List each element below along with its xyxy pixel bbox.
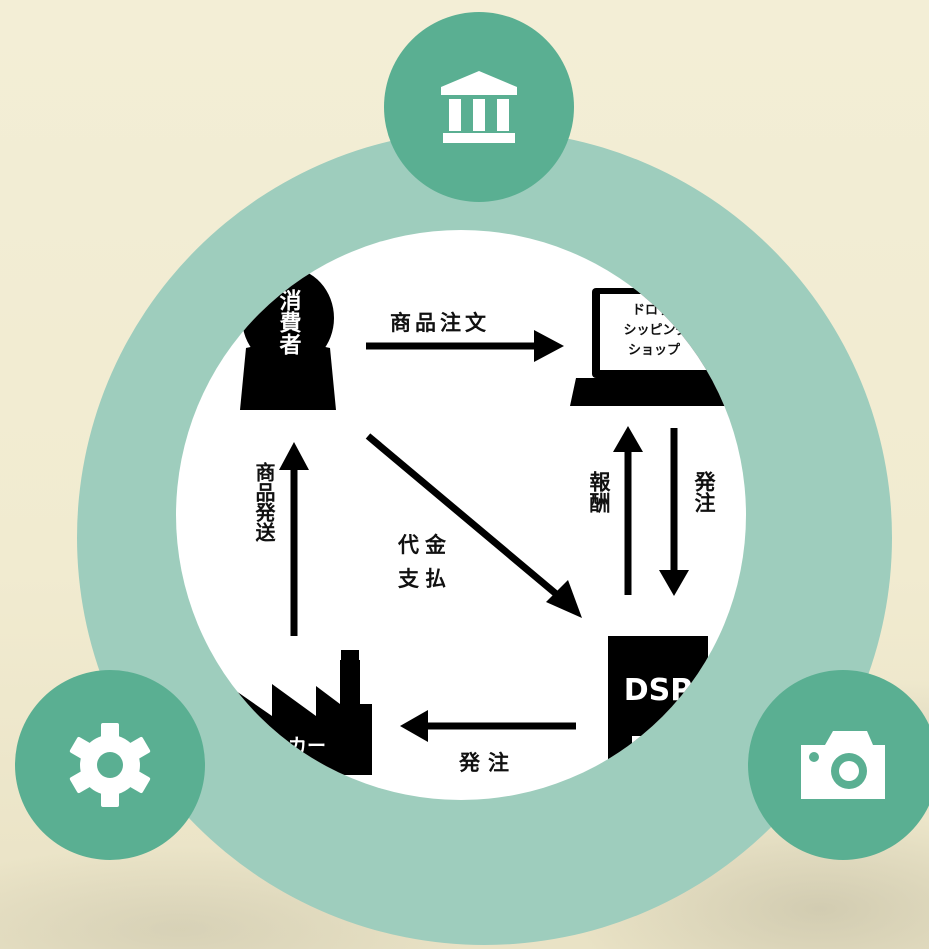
gear-icon	[69, 723, 151, 807]
order-right-label: 発注	[692, 471, 717, 514]
arrow-order-product	[366, 330, 564, 362]
bank-node[interactable]	[384, 12, 574, 202]
maker-label: メーカー	[250, 735, 326, 757]
dsp-label: DSP	[624, 673, 693, 708]
shop-label-line2: シッピング	[623, 322, 688, 338]
shop-label-line3: ショップ	[628, 343, 681, 358]
laptop-icon	[570, 288, 742, 406]
dsp-building	[608, 636, 708, 800]
arrow-order-bottom	[400, 710, 576, 742]
arrow-reward-up	[613, 426, 643, 595]
payment-label-line1: 代金	[397, 533, 452, 557]
arrow-payment	[365, 433, 582, 618]
consumer-figure	[240, 268, 336, 410]
ship-product-label: 商品発送	[252, 461, 276, 543]
camera-node[interactable]	[748, 670, 929, 860]
gear-node[interactable]	[15, 670, 205, 860]
order-bottom-label: 発注	[458, 751, 517, 775]
reward-label: 報酬	[587, 471, 611, 514]
arrow-ship-product	[279, 442, 309, 636]
payment-label-line2: 支払	[398, 567, 452, 591]
factory-icon	[226, 650, 372, 775]
camera-icon	[801, 731, 885, 799]
consumer-label: 消費者	[276, 289, 303, 356]
shop-label-line1: ドロップ	[632, 303, 685, 318]
order-product-label: 商品注文	[390, 311, 490, 335]
dropshipping-diagram: 消費者 商品注文 ドロップ シッピング ショップ 報酬 発注	[226, 268, 742, 800]
bank-icon	[441, 71, 517, 143]
arrow-order-down	[659, 428, 689, 596]
diagram-circle: 消費者 商品注文 ドロップ シッピング ショップ 報酬 発注	[176, 230, 746, 800]
